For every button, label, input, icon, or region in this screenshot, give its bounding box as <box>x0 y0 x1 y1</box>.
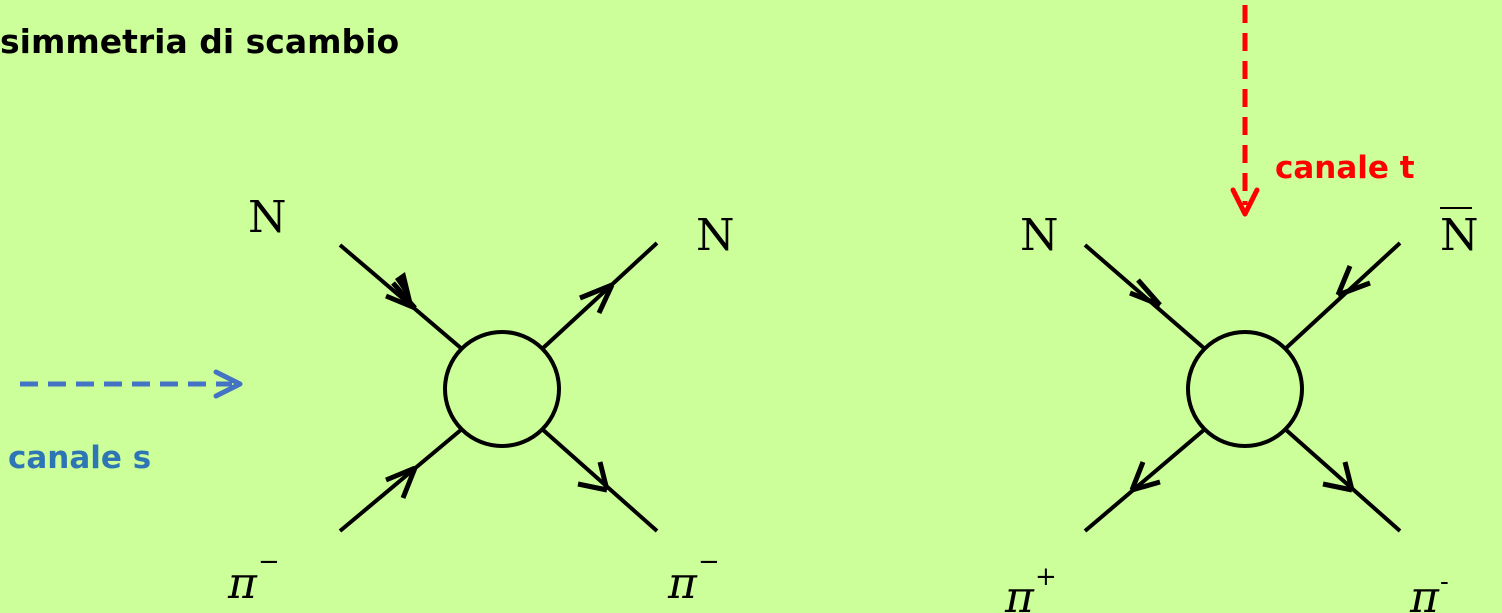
vertex-blob <box>443 330 561 448</box>
label-pi-charge-bottom-right: - <box>1440 567 1449 597</box>
slide-title: simmetria di scambio <box>0 22 400 61</box>
vertex-blob <box>1186 330 1304 448</box>
diagram-right: N N π + π - <box>1004 207 1479 613</box>
label-n-top-left: N <box>248 192 287 243</box>
diagram-left: N N π − π − <box>227 192 735 609</box>
s-channel-arrow <box>20 369 243 399</box>
arrow-in-top-left <box>395 272 413 305</box>
label-n-top-right: N <box>696 210 735 261</box>
label-pi-charge-bottom-left: + <box>1035 562 1057 592</box>
label-pi-bottom-right: π <box>667 558 698 609</box>
t-channel-label: canale t <box>1275 150 1415 186</box>
s-channel-label: canale s <box>8 440 152 476</box>
label-n-top-left: N <box>1020 210 1059 261</box>
label-nbar-top-right: N <box>1440 210 1479 261</box>
t-channel-arrow <box>1230 5 1260 217</box>
label-pi-charge-bottom-right: − <box>698 547 720 577</box>
label-pi-bottom-left: π <box>1004 572 1035 613</box>
label-pi-bottom-right: π <box>1409 572 1440 613</box>
label-pi-charge-bottom-left: − <box>258 547 280 577</box>
label-pi-bottom-left: π <box>227 558 258 609</box>
